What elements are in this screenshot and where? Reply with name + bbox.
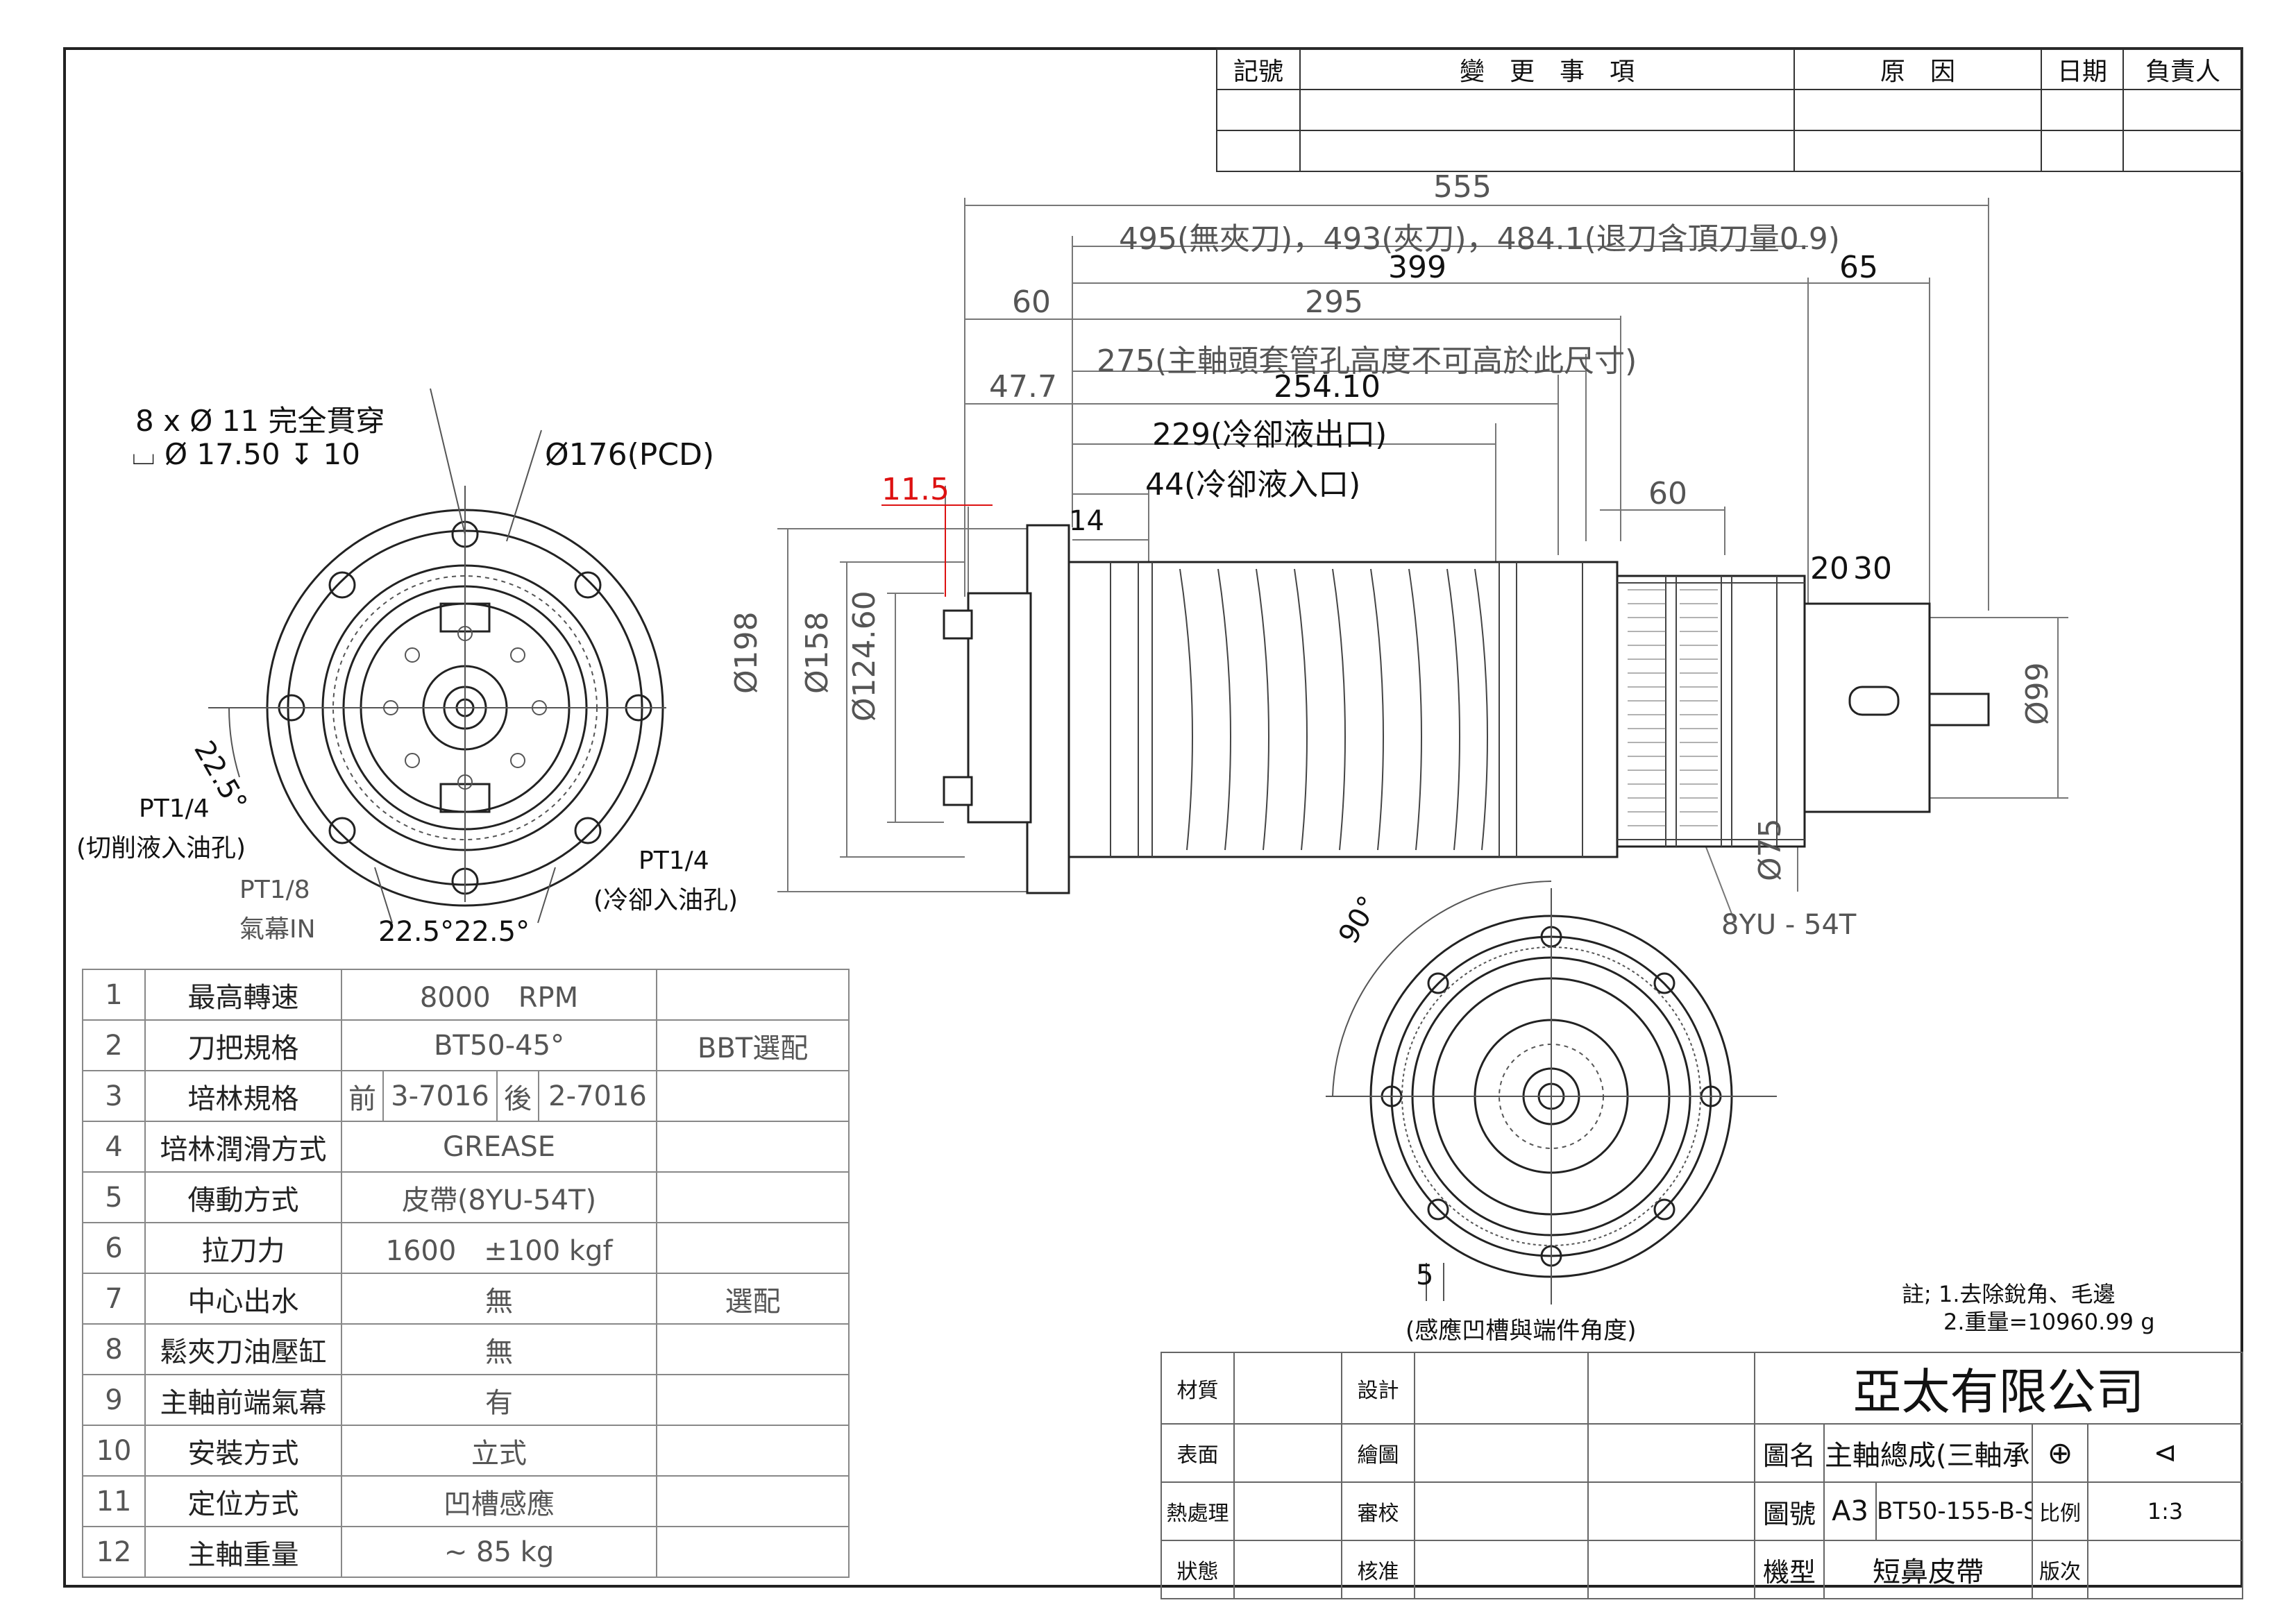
dim-tool-lengths: 495(無夾刀)，493(夾刀)，484.1(退刀含頂刀量0.9) xyxy=(1119,221,1840,257)
tb-check-label: 審校 xyxy=(1341,1481,1415,1541)
front-pcd: Ø176(PCD) xyxy=(545,437,715,473)
dim-254: 254.10 xyxy=(1274,369,1381,405)
rear-caption: (感應凹槽與端件角度) xyxy=(1406,1317,1637,1345)
tb-name-label: 圖名 xyxy=(1754,1423,1825,1483)
front-holes: 8 x Ø 11 完全貫穿 xyxy=(135,404,385,438)
rev-header-date: 日期 xyxy=(2041,49,2124,90)
rev-header-change: 變 更 事 項 xyxy=(1299,49,1795,90)
dim-30: 30 xyxy=(1853,551,1892,586)
pulley-teeth xyxy=(1628,589,1718,826)
dim-275: 275(主軸頭套管孔高度不可高於此尺寸) xyxy=(1097,343,1637,379)
front-pt14-cut-note: (切削液入油孔) xyxy=(76,834,246,863)
dim-295: 295 xyxy=(1305,284,1363,320)
front-angle-bottom: 22.5°22.5° xyxy=(378,916,530,948)
dim-overall: 555 xyxy=(1433,169,1492,205)
dim-dia-99: Ø99 xyxy=(2020,662,2055,725)
revision-table: 記號 變 更 事 項 原 因 日期 負責人 xyxy=(1216,49,2243,172)
dim-belt: 8YU - 54T xyxy=(1721,909,1857,941)
tb-state-label: 狀態 xyxy=(1160,1540,1235,1599)
dim-399: 399 xyxy=(1388,250,1446,285)
dim-dia-158: Ø158 xyxy=(800,611,835,694)
tb-heat-label: 熱處理 xyxy=(1160,1481,1235,1541)
front-pt18-note: 氣幕IN xyxy=(239,915,316,944)
tb-draw-label: 繪圖 xyxy=(1341,1423,1415,1483)
tb-scale-label: 比例 xyxy=(2032,1481,2088,1541)
tb-model-label: 機型 xyxy=(1754,1540,1825,1599)
dim-65: 65 xyxy=(1839,250,1878,285)
dim-47-7: 47.7 xyxy=(989,369,1057,405)
front-pt14-cool: PT1/4 xyxy=(639,847,709,875)
tb-design-label: 設計 xyxy=(1341,1352,1415,1425)
dim-dia-75: Ø75 xyxy=(1753,818,1788,881)
rev-header-owner: 負責人 xyxy=(2122,49,2243,90)
dimension-lines xyxy=(777,198,2068,924)
tb-version-label: 版次 xyxy=(2032,1540,2088,1599)
dim-dia-124: Ø124.60 xyxy=(847,590,882,722)
title-block: 材質 設計 亞太有限公司 表面 繪圖 圖名 主軸總成(三軸承) ⊕ ⊲ 熱處理 … xyxy=(1160,1352,2244,1599)
rear-dim-5: 5 xyxy=(1416,1259,1434,1291)
dim-dia-198: Ø198 xyxy=(729,611,764,694)
tb-model: 短鼻皮帶 xyxy=(1823,1540,2033,1599)
dim-60-top: 60 xyxy=(1012,284,1051,320)
rev-header-reason: 原 因 xyxy=(1793,49,2042,90)
front-pt14-cut: PT1/4 xyxy=(139,794,210,823)
tb-drawing-no: BT50-155-B-SB-R8000 xyxy=(1875,1481,2033,1541)
dim-44: 44(冷卻液入口) xyxy=(1145,467,1361,502)
tb-company: 亞太有限公司 xyxy=(1753,1352,2244,1425)
cone-projection-icon: ⊲ xyxy=(2086,1423,2244,1483)
note-line1: 註; 1.去除銳角、毛邊 xyxy=(1902,1281,2116,1307)
note-line2: 2.重量=10960.99 g xyxy=(1943,1309,2155,1335)
tb-scale: 1:3 xyxy=(2086,1481,2244,1541)
tb-no-label: 圖號 xyxy=(1754,1481,1825,1541)
spindle-grooves xyxy=(1110,562,1805,857)
crosshair-icon: ⊕ xyxy=(2032,1423,2088,1483)
front-counterbore: ⌴ Ø 17.50 ↧ 10 xyxy=(132,437,360,471)
dim-20: 20 xyxy=(1810,551,1849,586)
rev-header-mark: 記號 xyxy=(1216,49,1301,90)
tb-approve-label: 核准 xyxy=(1341,1540,1415,1599)
front-pt18: PT1/8 xyxy=(239,876,310,904)
sheet-border xyxy=(63,47,2243,1588)
dim-229: 229(冷卻液出口) xyxy=(1152,417,1387,452)
dim-14: 14 xyxy=(1069,505,1104,537)
tb-surface-label: 表面 xyxy=(1160,1423,1235,1483)
front-pt14-cool-note: (冷卻入油孔) xyxy=(593,886,738,915)
rear-view-details xyxy=(1326,881,1777,1305)
tb-name: 主軸總成(三軸承) xyxy=(1823,1423,2033,1483)
red-dimension xyxy=(881,504,993,597)
tb-material-label: 材質 xyxy=(1160,1352,1235,1425)
tb-size: A3 xyxy=(1823,1481,1877,1541)
front-view-details xyxy=(208,388,666,924)
spindle-side-view xyxy=(943,524,1990,894)
dim-11-5: 11.5 xyxy=(881,472,949,507)
dim-60-right: 60 xyxy=(1648,476,1687,511)
